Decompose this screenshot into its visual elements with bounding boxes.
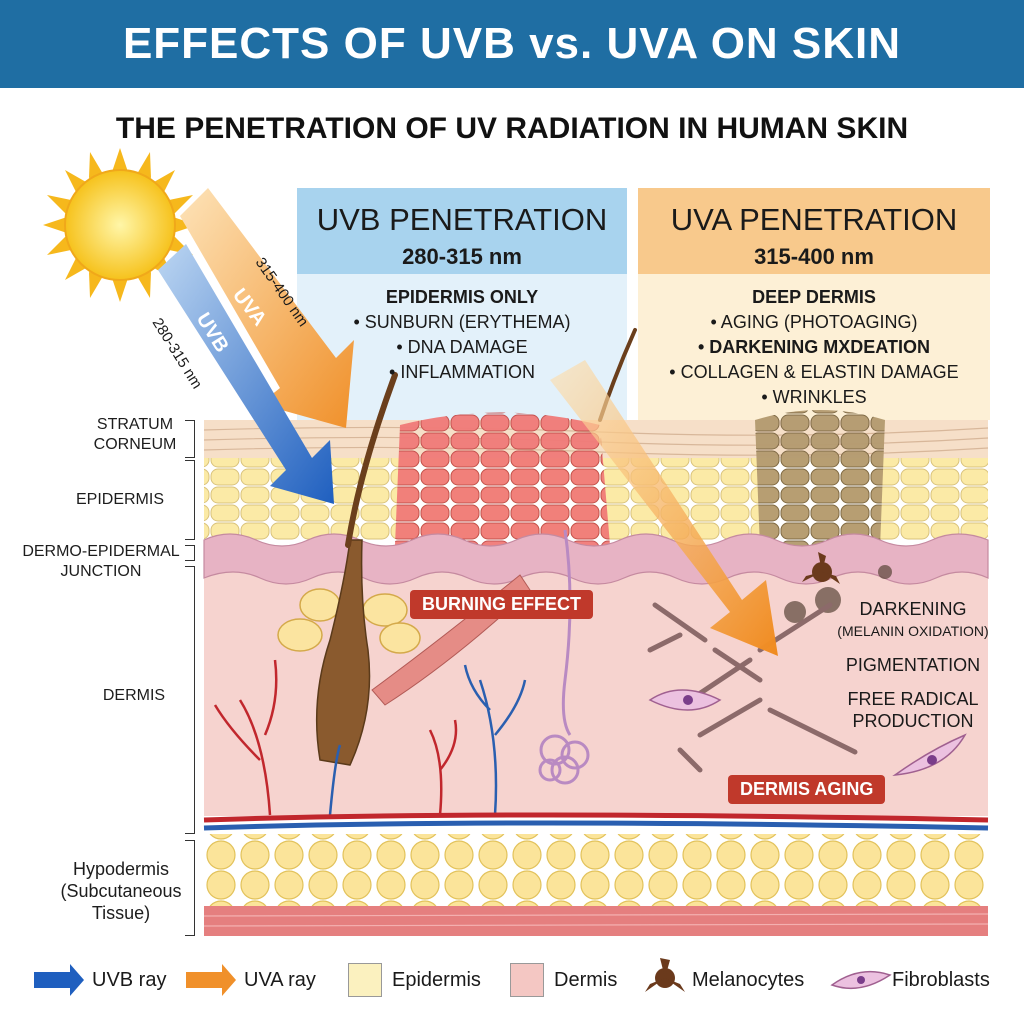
uva-effects: DEEP DERMIS • AGING (PHOTOAGING) • DARKE… bbox=[638, 285, 990, 410]
uvb-header: UVB PENETRATION 280-315 nm bbox=[297, 188, 627, 274]
label-stratum-corneum: STRATUM CORNEUM bbox=[93, 416, 177, 453]
sweat-gland bbox=[538, 529, 590, 785]
uva-annotations: DARKENING (MELANIN OXIDATION) PIGMENTATI… bbox=[837, 599, 989, 731]
bracket-hypodermis bbox=[185, 840, 195, 936]
sebaceous-gland bbox=[277, 588, 421, 654]
page-title: EFFECTS OF UVB vs. UVA ON SKIN bbox=[122, 19, 902, 68]
uvb-effect-item: • DNA DAMAGE bbox=[396, 337, 528, 357]
bracket-junction bbox=[185, 545, 195, 561]
uva-effect-item: • COLLAGEN & ELASTIN DAMAGE bbox=[669, 362, 959, 382]
legend-item-melanocytes: Melanocytes bbox=[692, 968, 805, 991]
uva-effect-item: • AGING (PHOTOAGING) bbox=[710, 312, 918, 332]
vascular-plexus bbox=[203, 812, 989, 823]
subtitle: THE PENETRATION OF UV RADIATION IN HUMAN… bbox=[115, 112, 909, 145]
bracket-epidermis bbox=[185, 460, 195, 540]
legend-uvb-arrow-icon bbox=[34, 964, 84, 996]
hair-shaft bbox=[345, 372, 398, 548]
uva-effect-item: • WRINKLES bbox=[761, 387, 867, 407]
legend-item-uva: UVA ray bbox=[244, 968, 316, 991]
uva-title: UVA PENETRATION bbox=[670, 202, 958, 237]
legend-item-fibroblasts: Fibroblasts bbox=[892, 968, 990, 991]
blood-vessels bbox=[213, 659, 527, 816]
uvb-effects-heading: EPIDERMIS ONLY bbox=[385, 287, 539, 307]
junction-layer bbox=[203, 533, 989, 585]
uva-panel bbox=[638, 274, 990, 420]
fibroblast bbox=[648, 689, 967, 777]
legend-item-dermis: Dermis bbox=[510, 955, 617, 1005]
uvb-range: 280-315 nm bbox=[402, 244, 522, 269]
legend-item-epidermis: Epidermis bbox=[348, 955, 481, 1005]
uvb-title: UVB PENETRATION bbox=[316, 202, 608, 237]
uva-deep-arrow bbox=[550, 360, 778, 656]
burn-area bbox=[395, 412, 610, 553]
label-dermis: DERMIS bbox=[102, 687, 166, 704]
uvb-ray-arrow bbox=[158, 244, 334, 504]
uva-range: 315-400 nm bbox=[754, 244, 874, 269]
legend: UVB ray UVA ray Epidermis Dermis Melanoc… bbox=[0, 955, 1024, 1005]
dermis-swatch bbox=[510, 963, 544, 997]
bracket-dermis bbox=[185, 566, 195, 834]
uva-header: UVA PENETRATION 315-400 nm bbox=[638, 188, 990, 274]
uva-ray-arrow bbox=[180, 188, 354, 428]
uva-effects-heading: DEEP DERMIS bbox=[752, 287, 876, 307]
melanocyte bbox=[784, 552, 892, 623]
uvb-effects: EPIDERMIS ONLY • SUNBURN (ERYTHEMA) • DN… bbox=[297, 285, 627, 385]
legend-item-uvb: UVB ray bbox=[92, 968, 167, 991]
sun-icon bbox=[43, 148, 197, 302]
uvb-effect-item: • SUNBURN (ERYTHEMA) bbox=[353, 312, 571, 332]
title-banner: EFFECTS OF UVB vs. UVA ON SKIN bbox=[0, 0, 1024, 88]
burning-effect-tag: BURNING EFFECT bbox=[410, 590, 593, 619]
legend-uva-arrow-icon bbox=[186, 964, 236, 996]
hair-follicle bbox=[315, 539, 371, 766]
darkening-area bbox=[755, 410, 885, 554]
epidermis-swatch bbox=[348, 963, 382, 997]
muscle-layer bbox=[204, 906, 988, 936]
legend-melanocyte-icon bbox=[645, 958, 685, 992]
label-junction: DERMO-EPIDERMAL JUNCTION bbox=[22, 543, 180, 580]
legend-fibroblast-icon bbox=[830, 970, 892, 990]
hypodermis-layer bbox=[204, 834, 988, 906]
dermis-aging-tag: DERMIS AGING bbox=[728, 775, 886, 804]
bracket-stratum-corneum bbox=[185, 420, 195, 458]
label-hypodermis: Hypodermis (Subcutaneous Tissue) bbox=[60, 859, 182, 923]
uva-effect-item: • DARKENING MXDEATION bbox=[698, 337, 930, 357]
uvb-effect-item: • INFLAMMATION bbox=[389, 362, 535, 382]
label-epidermis: EPIDERMIS bbox=[75, 491, 164, 508]
